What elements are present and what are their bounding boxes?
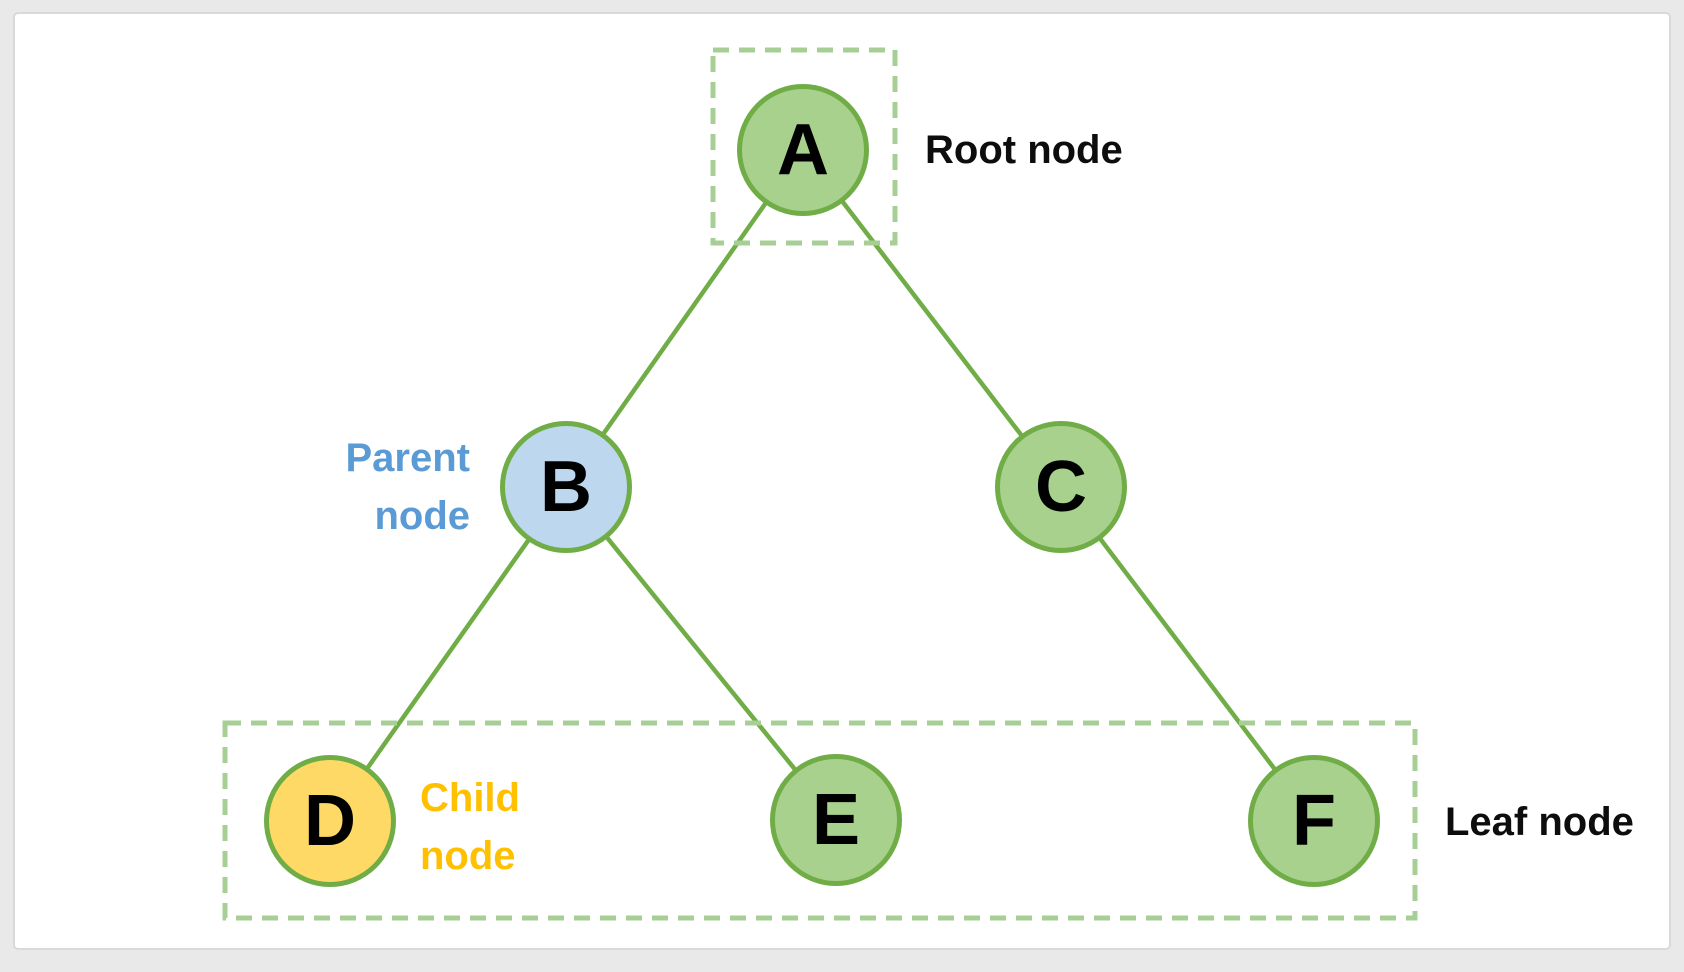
root-node-annotation: Root node bbox=[925, 128, 1123, 172]
root-node-dashed-box bbox=[710, 47, 898, 246]
tree-node-c: C bbox=[995, 421, 1127, 553]
edge-a-b bbox=[564, 148, 805, 489]
tree-node-f: F bbox=[1248, 755, 1380, 887]
tree-node-a: A bbox=[737, 84, 869, 216]
node-f-label: F bbox=[1292, 781, 1336, 861]
leaf-node-annotation: Leaf node bbox=[1445, 800, 1634, 844]
edge-c-f bbox=[1059, 485, 1316, 823]
node-a-label: A bbox=[777, 110, 829, 190]
edge-b-d bbox=[328, 485, 568, 823]
edge-b-e bbox=[564, 485, 838, 822]
tree-node-d: D bbox=[264, 755, 396, 887]
leaf-nodes-dashed-box bbox=[222, 720, 1418, 921]
node-b-label: B bbox=[540, 447, 592, 527]
edge-a-c bbox=[801, 148, 1063, 489]
parent-node-annotation: Parent node bbox=[345, 436, 471, 538]
tree-node-e: E bbox=[770, 754, 902, 886]
child-node-annotation: Child node bbox=[420, 776, 520, 878]
tree-node-b: B bbox=[500, 421, 632, 553]
node-d-label: D bbox=[304, 781, 356, 861]
node-c-label: C bbox=[1035, 447, 1087, 527]
node-e-label: E bbox=[811, 780, 861, 860]
